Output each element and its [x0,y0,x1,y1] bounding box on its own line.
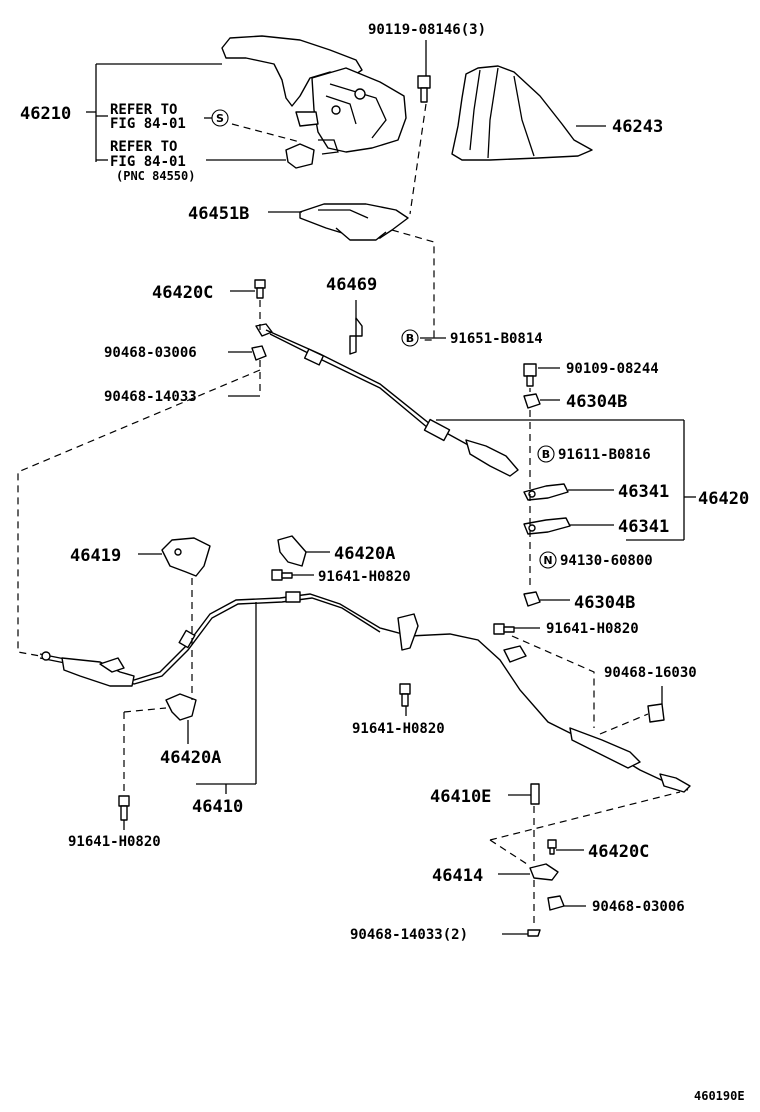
svg-text:B: B [406,332,414,345]
callout-b-upper: B [401,329,419,347]
label-91641-h0820-left: 91641-H0820 [68,834,161,850]
label-46304b-bot: 46304B [574,593,635,613]
label-90468-14033-bot: 90468-14033(2) [350,927,468,943]
clip-90468-14033-bot [527,929,541,937]
bracket-46420a-top [277,535,307,567]
bolt-46420c-top [254,279,266,299]
brake-lever-assembly [221,35,407,169]
label-fig-84-01-1: FIG 84-01 [110,116,186,132]
bolt-91641-left [118,795,130,821]
label-46419: 46419 [70,546,121,566]
label-90468-03006-bot: 90468-03006 [592,899,685,915]
bolt-91641-mid-top [271,569,293,581]
label-46243: 46243 [612,117,663,137]
bolt-91641-mid-bot [399,683,411,707]
label-46341-a: 46341 [618,482,669,502]
clamp-90468-03006-bot [547,895,565,911]
bracket-46341-a [523,483,569,501]
nut-46304b-bot [523,591,541,607]
nut-90109 [523,363,537,387]
bracket-46420a-bot [165,693,197,721]
label-46410: 46410 [192,797,243,817]
callout-s: S [211,109,229,127]
bracket-46341-b [523,517,571,535]
bracket-46451b [299,203,409,241]
clamp-90468-16030 [647,703,665,723]
label-46410e: 46410E [430,787,491,807]
label-91641-h0820-right: 91641-H0820 [546,621,639,637]
label-90468-14033-top: 90468-14033 [104,389,197,405]
label-refer-to-1: REFER TO [110,102,177,118]
leader-lines [86,40,696,935]
callout-n: N [539,551,557,569]
label-46210: 46210 [20,104,71,124]
label-46469: 46469 [326,275,377,295]
label-90468-03006-top: 90468-03006 [104,345,197,361]
label-pnc: (PNC 84550) [116,169,195,183]
label-90109-08244: 90109-08244 [566,361,659,377]
label-fig-84-01-2: FIG 84-01 [110,154,186,170]
svg-text:B: B [542,448,550,461]
label-46420c-top: 46420C [152,283,213,303]
dashed-guides [17,103,681,928]
nut-46304b-top [523,393,541,409]
label-91651-b0814: 91651-B0814 [450,331,543,347]
bolt-90119 [417,75,431,103]
label-90119-08146: 90119-08146(3) [368,22,486,38]
bolt-46420c-bot [547,839,557,855]
clip-46469 [349,317,363,355]
label-91641-h0820-mid-top: 91641-H0820 [318,569,411,585]
label-46414: 46414 [432,866,483,886]
label-46304b-top: 46304B [566,392,627,412]
svg-text:S: S [216,112,224,125]
label-91611-b0816: 91611-B0816 [558,447,651,463]
bolt-91641-right [493,623,515,635]
diagram-code: 460190E [694,1089,745,1103]
lever-boot [451,65,593,161]
rear-cable [39,591,691,793]
bracket-46414 [529,863,559,881]
insulator-46419 [161,537,211,577]
label-refer-to-2: REFER TO [110,139,177,155]
callout-b-lower: B [537,445,555,463]
label-46420: 46420 [698,489,749,509]
clamp-90468-03006-top [251,345,267,361]
label-46420a-bot: 46420A [160,748,221,768]
label-46451b: 46451B [188,204,249,224]
label-91641-h0820-mid-bot: 91641-H0820 [352,721,445,737]
front-cable [255,323,519,477]
label-94130-60800: 94130-60800 [560,553,653,569]
label-46420c-bot: 46420C [588,842,649,862]
label-46341-b: 46341 [618,517,669,537]
label-90468-16030: 90468-16030 [604,665,697,681]
pin-46410e [530,783,540,805]
label-46420a-top: 46420A [334,544,395,564]
svg-text:N: N [543,554,552,567]
